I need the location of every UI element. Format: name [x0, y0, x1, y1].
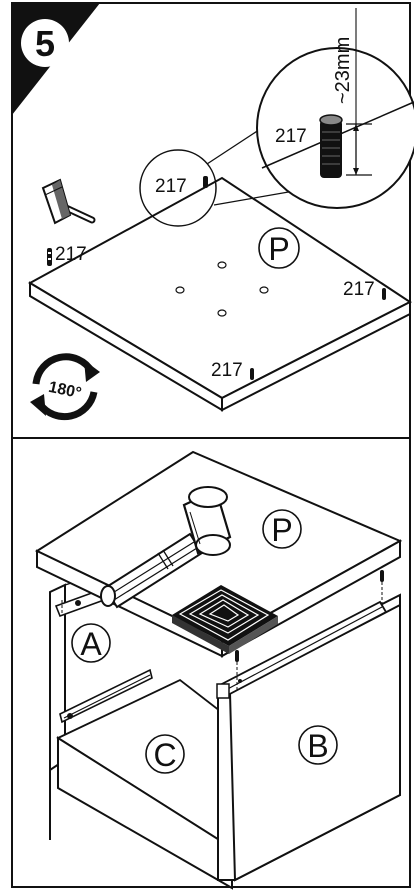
part-label-b: B — [298, 725, 338, 765]
part-label-c: C — [145, 734, 185, 774]
rotate-180-label: 180° — [47, 379, 83, 403]
dowel-label-right: 217 — [343, 279, 375, 300]
wood-block — [172, 585, 278, 654]
part-label-p-text: P — [268, 231, 289, 267]
dimension-label: ~23mm — [332, 37, 354, 104]
panel-p-board — [27, 176, 412, 412]
mallet-icon — [100, 486, 232, 609]
rotate-180-icon: 180° — [30, 353, 100, 421]
dowel-217-top — [203, 176, 208, 188]
part-label-a: A — [71, 623, 111, 663]
step-badge: 5 — [12, 3, 100, 115]
zoom-source-circle — [139, 149, 217, 227]
zoom-detail — [256, 8, 414, 209]
dowel-label-front: 217 — [211, 360, 243, 381]
part-label-c-text: C — [153, 737, 176, 773]
part-label-a-text: A — [80, 626, 102, 662]
zoom-part-label: 217 — [275, 126, 307, 147]
part-label-p: P — [258, 227, 300, 269]
page-frame — [11, 2, 411, 888]
dowel-217-left — [47, 248, 52, 266]
dowel-label-top: 217 — [155, 176, 187, 197]
part-label-p2: P — [262, 509, 302, 549]
step-number: 5 — [35, 23, 55, 64]
dowel-pegs — [61, 570, 384, 690]
dowel-217-right — [382, 288, 386, 300]
dowel-label-left: 217 — [55, 244, 87, 265]
part-label-p2-text: P — [271, 512, 292, 548]
dowel-217-front — [250, 368, 254, 380]
zoom-connector-lower — [213, 189, 301, 206]
hammer-icon — [41, 178, 96, 225]
runner-right — [216, 600, 388, 699]
runner-left — [59, 668, 153, 724]
part-label-b-text: B — [307, 728, 328, 764]
